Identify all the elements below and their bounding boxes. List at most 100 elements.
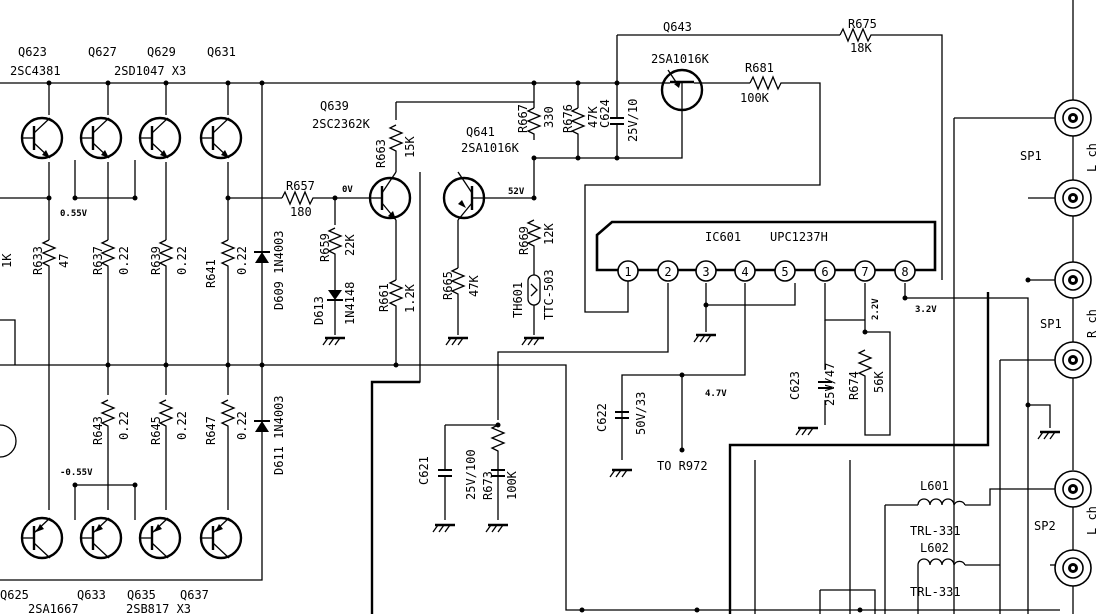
ic601-pin-label: 3	[702, 265, 709, 279]
label-q633-type: 2SB817 X3	[126, 602, 191, 614]
label-left-1k: 1K	[0, 253, 14, 268]
label-r674-ref: R674	[847, 371, 861, 400]
label-r673-ref: R673	[481, 471, 495, 500]
label-q641-ref: Q641	[466, 125, 495, 139]
ic601-pin-1	[617, 260, 639, 282]
transistor-q639	[368, 171, 412, 221]
label-r641-value: 0.22	[235, 246, 249, 275]
label-r661-value: 1.2K	[403, 283, 417, 313]
label-r659-ref: R659	[318, 233, 332, 262]
label-r681-ref: R681	[745, 61, 774, 75]
label-sp2: SP2	[1034, 519, 1056, 533]
transistor-q631	[199, 116, 243, 160]
label-lch-upper: L ch	[1085, 143, 1099, 172]
label-r681-value: 100K	[740, 91, 770, 105]
label-v22: 2.2V	[871, 298, 881, 320]
ic601-pin-label: 4	[741, 265, 748, 279]
label-c623-value: 25V/47	[823, 363, 837, 406]
label-r637-value: 0.22	[117, 246, 131, 275]
label-r667-value: 330	[542, 106, 556, 128]
transistor-q633	[79, 516, 123, 560]
transistor-q643	[660, 68, 704, 112]
transistor-q623	[20, 116, 64, 160]
label-q631-ref: Q631	[207, 45, 236, 59]
wiring	[0, 0, 1074, 614]
label-r669-ref: R669	[517, 226, 531, 255]
ic601-pin-4	[734, 260, 756, 282]
label-th601-type: TTC-503	[542, 269, 556, 320]
label-q629-ref: Q629	[147, 45, 176, 59]
inductor-l602	[917, 558, 966, 566]
label-v055: 0.55V	[60, 209, 88, 219]
label-d613-ref: D613	[312, 296, 326, 325]
label-v0: 0V	[342, 185, 353, 195]
label-q635-ref: Q635	[127, 588, 156, 602]
junction-dots	[46, 80, 1031, 613]
label-d613-type: 1N4148	[343, 282, 357, 325]
ic601-pin-7	[854, 260, 876, 282]
label-r637-ref: R637	[91, 246, 105, 275]
label-sp1-upper: SP1	[1020, 149, 1042, 163]
ic601-pin-label: 5	[781, 265, 788, 279]
label-to-r972: TO R972	[657, 459, 708, 473]
label-r641-ref: R641	[204, 259, 218, 288]
label-ic601-part: UPC1237H	[770, 230, 828, 244]
label-r675-ref: R675	[848, 17, 877, 31]
label-r659-value: 22K	[343, 234, 357, 256]
labels: Q623 2SC4381 Q627 2SD1047 X3 Q629 Q631 Q…	[0, 17, 1099, 614]
label-r673-value: 100K	[505, 470, 519, 500]
ic601-pin-label: 1	[624, 265, 631, 279]
label-q633-ref: Q633	[77, 588, 106, 602]
label-c621-ref: C621	[417, 456, 431, 485]
transistor-q641	[442, 171, 486, 221]
label-r663-ref: R663	[374, 139, 388, 168]
diode-d611	[254, 420, 270, 432]
label-rch: R ch	[1085, 309, 1099, 338]
label-c622-ref: C622	[595, 403, 609, 432]
label-r633-ref: R633	[31, 246, 45, 275]
label-r669-value: 12K	[542, 223, 556, 245]
ic601-pin-3	[695, 260, 717, 282]
label-lch-lower: L ch	[1085, 506, 1099, 535]
label-q643-ref: Q643	[663, 20, 692, 34]
label-l601-ref: L601	[920, 479, 949, 493]
label-r665-value: 47K	[467, 275, 481, 297]
label-th601-ref: TH601	[511, 282, 525, 318]
label-v32: 3.2V	[915, 305, 937, 315]
label-r639-ref: R639	[149, 246, 163, 275]
diode-d609	[254, 251, 270, 263]
label-r661-ref: R661	[377, 283, 391, 312]
label-q623-ref: Q623	[18, 45, 47, 59]
label-r643-ref: R643	[91, 416, 105, 445]
ic601-pin-8	[894, 260, 916, 282]
label-q623-type: 2SC4381	[10, 64, 61, 78]
label-c624-value: 25V/10	[626, 99, 640, 142]
label-q639-ref: Q639	[320, 99, 349, 113]
label-v52: 52V	[508, 187, 525, 197]
label-r645-value: 0.22	[175, 411, 189, 440]
label-q643-type: 2SA1016K	[651, 52, 710, 66]
label-r647-value: 0.22	[235, 411, 249, 440]
label-r675-value: 18K	[850, 41, 872, 55]
label-r657-value: 180	[290, 205, 312, 219]
transistor-q635	[138, 516, 182, 560]
label-q625-ref: Q625	[0, 588, 29, 602]
transistor-q637	[199, 516, 243, 560]
label-r639-value: 0.22	[175, 246, 189, 275]
inductor-l601	[917, 498, 966, 506]
label-d609: D609 1N4003	[272, 231, 286, 311]
ic601-pin-5	[774, 260, 796, 282]
capacitor-symbols	[438, 108, 832, 520]
label-r676-ref: R676	[561, 104, 575, 133]
label-r674-value: 56K	[872, 371, 886, 393]
label-sp1-lower: SP1	[1040, 317, 1062, 331]
label-r645-ref: R645	[149, 416, 163, 445]
label-q637-ref: Q637	[180, 588, 209, 602]
label-q639-type: 2SC2362K	[312, 117, 371, 131]
label-r643-value: 0.22	[117, 411, 131, 440]
label-q627-ref: Q627	[88, 45, 117, 59]
label-r633-value: 47	[57, 254, 71, 268]
label-l602-type: TRL-331	[910, 585, 961, 599]
label-c623-ref: C623	[788, 371, 802, 400]
